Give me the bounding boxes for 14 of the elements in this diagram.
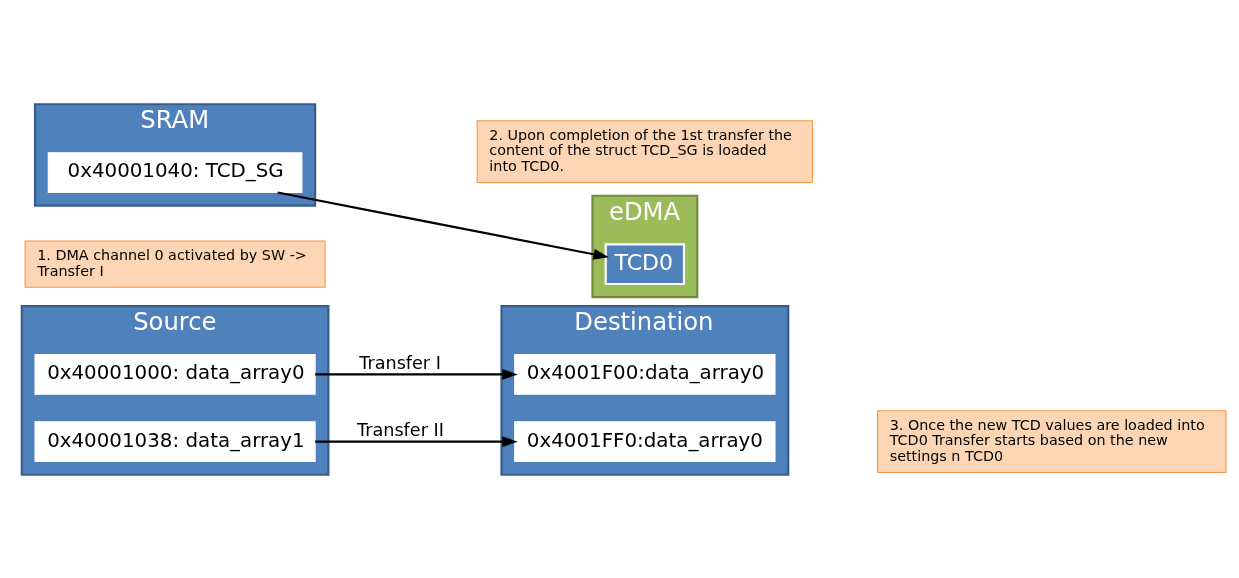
arrow [315, 435, 518, 447]
node-box: TCD0 [604, 242, 686, 285]
arrow [277, 190, 609, 260]
node-box: 0x4001F00:data_array0 [514, 353, 776, 395]
node-box: 1. DMA channel 0 activated by SW -> Transfer I [24, 239, 326, 288]
node-box: 0x40001000: data_array0 [34, 353, 316, 395]
arrow [315, 368, 518, 380]
node-box: 2. Upon completion of the 1st transfer the content of the struct TCD_SG is loaded into TCD0. [476, 119, 814, 183]
edge-label: Transfer I [359, 352, 441, 373]
node-box: 0x40001040: TCD_SG [47, 151, 303, 193]
node-box: 0x40001038: data_array1 [34, 420, 316, 462]
node-box: 3. Once the new TCD values are loaded into TCD0 Transfer starts based on the new settings n TCD0 [877, 409, 1227, 473]
node-box: 0x4001FF0:data_array0 [514, 420, 776, 462]
edge-label: Transfer II [357, 419, 444, 440]
